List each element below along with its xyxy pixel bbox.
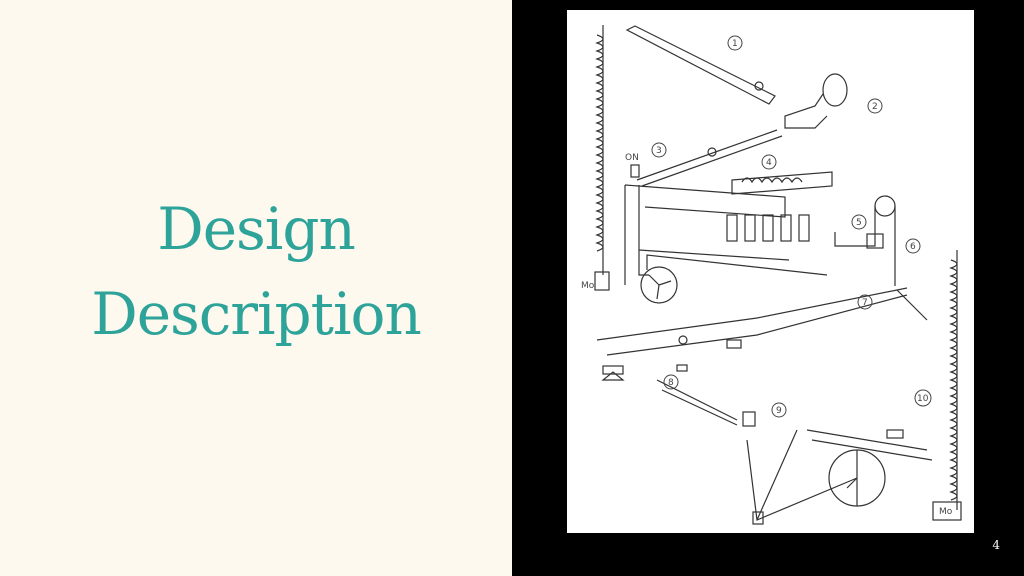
- step-number-labels: 1 2 3 4 5 6 7 8 9 10 Mo Mo ON: [581, 35, 953, 517]
- slide-title-line-1: Design: [157, 195, 356, 263]
- sketch-drawing: 1 2 3 4 5 6 7 8 9 10 Mo Mo ON: [581, 25, 962, 525]
- motor-right-label: Mo: [939, 507, 953, 517]
- step-2: 2: [872, 102, 878, 112]
- step-4: 4: [766, 158, 772, 168]
- step-10: 10: [917, 394, 929, 404]
- step-8: 8: [668, 378, 674, 388]
- step-5: 5: [856, 218, 862, 228]
- rube-goldberg-sketch-image: 1 2 3 4 5 6 7 8 9 10 Mo Mo ON: [567, 10, 974, 533]
- motor-left-label: Mo: [581, 281, 595, 291]
- title-panel: Design Description: [0, 0, 512, 576]
- switch-on-label: ON: [625, 153, 639, 163]
- step-7: 7: [862, 298, 868, 308]
- step-3: 3: [656, 146, 662, 156]
- step-6: 6: [910, 242, 916, 252]
- slide-title-line-2: Description: [91, 280, 422, 348]
- step-9: 9: [776, 406, 782, 416]
- step-1: 1: [732, 39, 738, 49]
- slide-number: 4: [992, 538, 1000, 552]
- left-motor-box: [594, 271, 610, 291]
- ramp-1: [625, 25, 776, 105]
- left-screw-thread: [595, 34, 604, 252]
